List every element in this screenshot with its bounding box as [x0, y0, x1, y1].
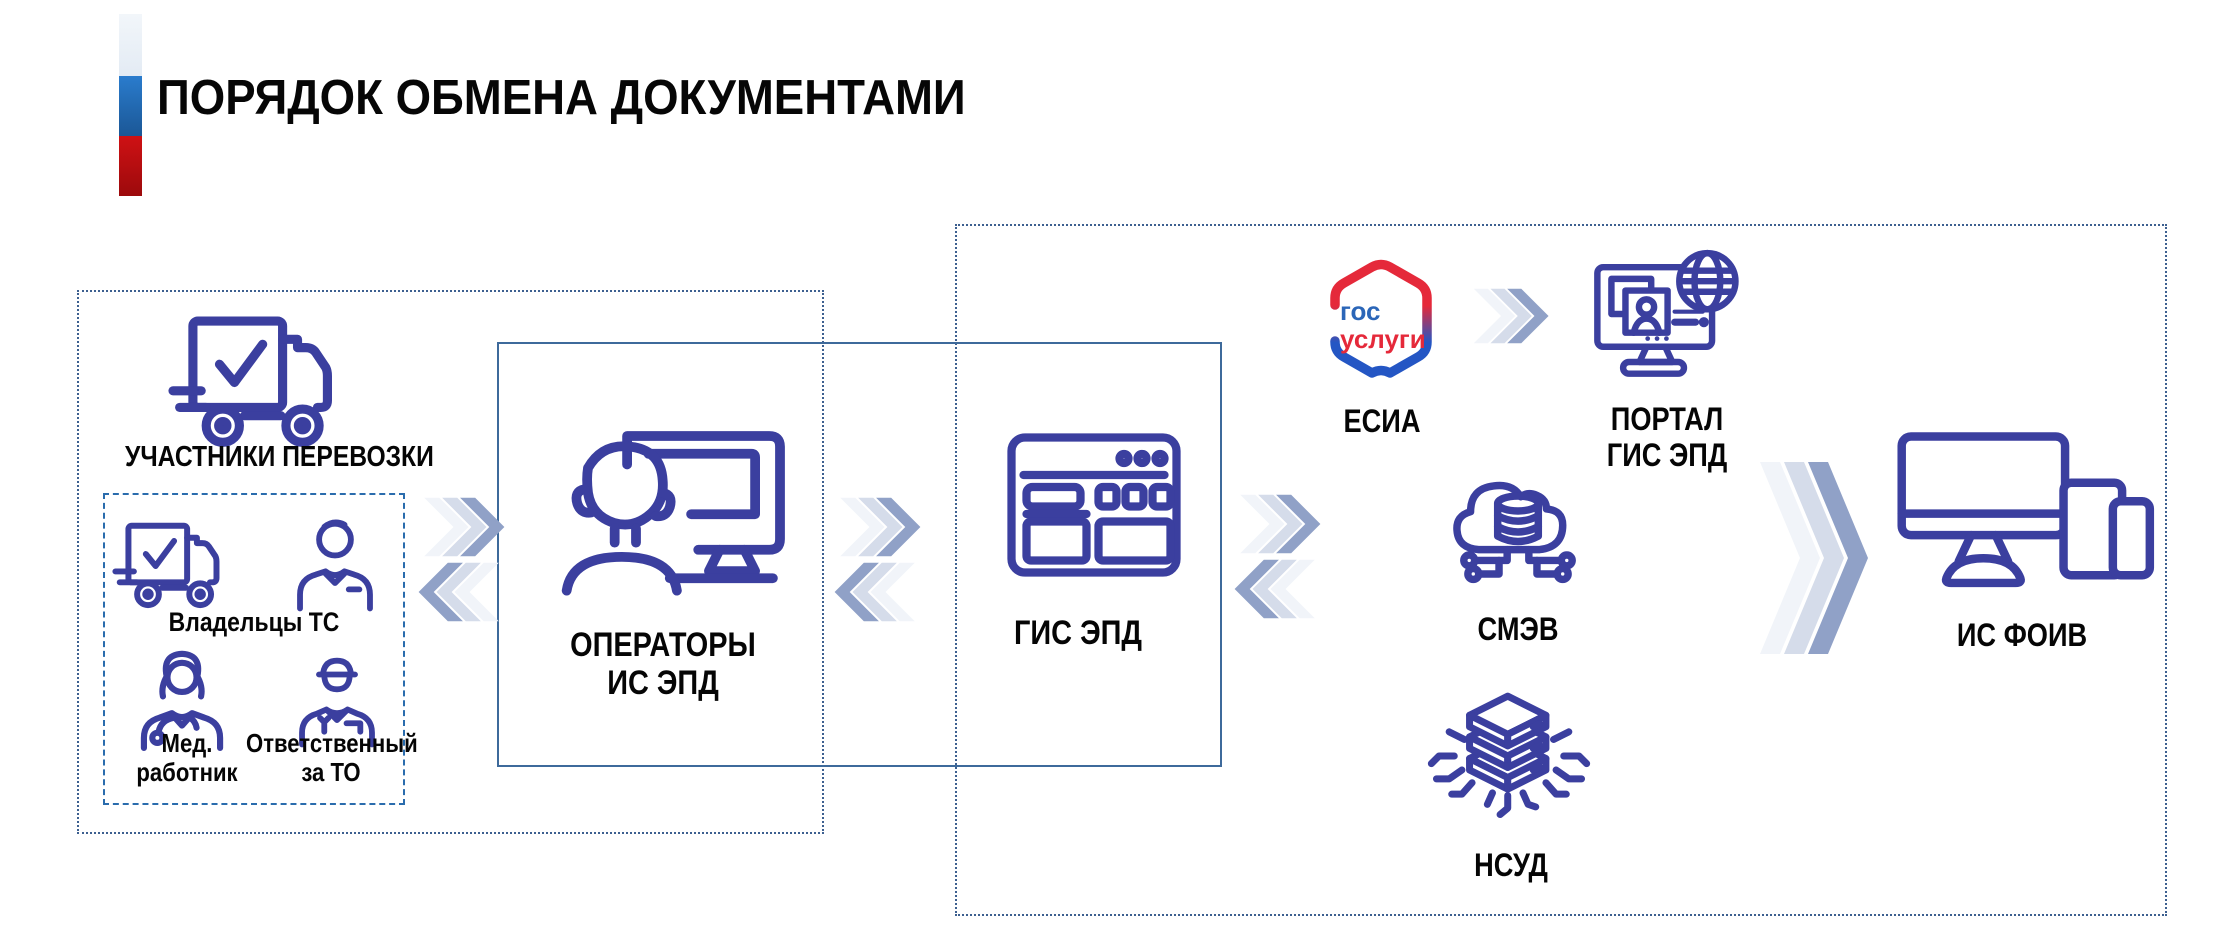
page-title: ПОРЯДОК ОБМЕНА ДОКУМЕНТАМИ [157, 71, 966, 125]
gosuslugi-hexagon [1330, 259, 1432, 378]
chevron-left-icon [1222, 556, 1317, 622]
chevron-right-icon [838, 494, 933, 560]
operators-label-line2: ИС ЭПД [607, 664, 719, 703]
operators-label-line1: ОПЕРАТОРЫ [570, 626, 756, 664]
operator-computer-icon [556, 418, 796, 614]
devices-icon [1894, 424, 2156, 597]
server-stack-icon [1426, 686, 1592, 826]
esia-label: ЕСИА [1343, 403, 1421, 439]
cloud-database-icon [1434, 452, 1602, 593]
chevron-left-icon [406, 559, 501, 625]
gosuslugi-logo-text-bottom: услуги [1340, 324, 1426, 354]
chevron-left-icon [822, 559, 917, 625]
vehicle-owners-label: Владельцы ТС [168, 607, 340, 637]
maintenance-label-line2: за ТО [301, 757, 361, 788]
operators-group-box [497, 342, 1222, 767]
chevron-big-right-icon [1758, 460, 1874, 656]
participants-group-box [77, 290, 824, 834]
maintenance-label-line1: Ответственный [246, 728, 418, 758]
chevron-right-icon [1238, 491, 1333, 557]
med-worker-label: Мед. работник [119, 728, 255, 788]
nsud-label: НСУД [1474, 847, 1548, 883]
portal-gis-epd-label: ПОРТАЛ ГИС ЭПД [1574, 401, 1761, 474]
vehicle-owners-group-box [103, 493, 405, 805]
is-foiv-label: ИС ФОИВ [1956, 617, 2088, 653]
portal-label-line2: ГИС ЭПД [1606, 436, 1728, 473]
chevron-right-icon [1472, 284, 1560, 348]
browser-window-icon [1004, 430, 1184, 580]
driver-person-icon [282, 512, 388, 618]
flag-blue-segment [119, 76, 142, 136]
participants-label: УЧАСТНИКИ ПЕРЕВОЗКИ [125, 441, 434, 473]
truck-check-icon [112, 516, 234, 616]
monitor-globe-icon [1588, 246, 1746, 389]
truck-check-icon [168, 306, 354, 459]
gosuslugi-logo-text-top: гос [1340, 296, 1381, 326]
chevron-right-icon [422, 494, 517, 560]
flag-white-segment [119, 14, 142, 76]
operators-label: ОПЕРАТОРЫ ИС ЭПД [553, 626, 774, 702]
russia-flag-stripe [119, 14, 142, 196]
gis-epd-label: ГИС ЭПД [1014, 614, 1142, 652]
portal-label-line1: ПОРТАЛ [1610, 401, 1724, 437]
gosuslugi-logo: гос услуги [1330, 259, 1432, 378]
med-worker-label-line1: Мед. [161, 728, 213, 758]
smev-label: СМЭВ [1477, 611, 1559, 647]
gis-epd-ecosystem-box [955, 224, 2167, 916]
med-worker-label-line2: работник [136, 757, 238, 788]
maintenance-label: Ответственный за ТО [246, 728, 418, 788]
flag-red-segment [119, 136, 142, 196]
